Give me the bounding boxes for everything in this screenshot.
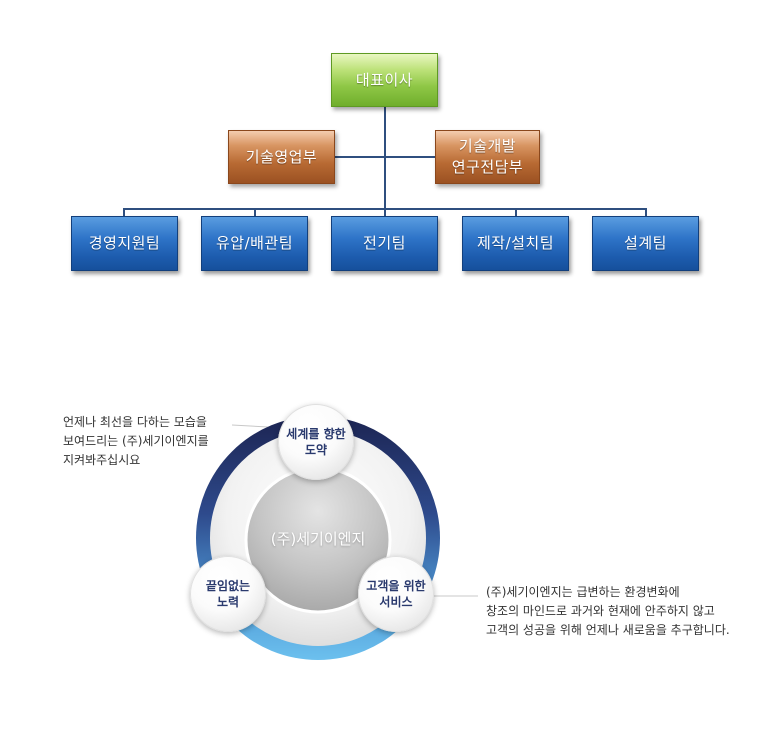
note-left: 언제나 최선을 다하는 모습을 보여드리는 (주)세기이엔지를 지켜봐주십시요 bbox=[63, 413, 209, 470]
rnd-dept-box: 기술개발 연구전담부 bbox=[435, 130, 540, 184]
note-right-line: 고객의 성공을 위해 언제나 새로움을 추구합니다. bbox=[486, 623, 730, 637]
bubble-right-label: 고객을 위한 서비스 bbox=[366, 579, 426, 609]
team-label: 설계팀 bbox=[624, 234, 667, 252]
note-left-line: 보여드리는 (주)세기이엔지를 bbox=[63, 434, 209, 448]
ceo-box: 대표이사 bbox=[331, 53, 438, 107]
note-left-line: 지켜봐주십시요 bbox=[63, 453, 141, 467]
bubble-left: 끝임없는 노력 bbox=[190, 556, 266, 632]
note-left-line: 언제나 최선을 다하는 모습을 bbox=[63, 415, 207, 429]
team-box-electric: 전기팀 bbox=[331, 216, 438, 271]
team-box-hydraulic: 유압/배관팀 bbox=[201, 216, 308, 271]
team-box-design: 설계팀 bbox=[592, 216, 699, 271]
sales-dept-box: 기술영업부 bbox=[228, 130, 335, 184]
bubble-top-label: 세계를 향한 도약 bbox=[286, 427, 346, 457]
note-right: (주)세기이엔지는 급변하는 환경변화에 창조의 마인드로 과거와 현재에 안주… bbox=[486, 583, 730, 640]
team-label: 유압/배관팀 bbox=[215, 234, 294, 252]
team-label: 경영지원팀 bbox=[88, 234, 161, 252]
rnd-dept-label-line2: 연구전담부 bbox=[451, 158, 524, 176]
org-chart-connectors bbox=[123, 107, 647, 216]
team-box-fabrication: 제작/설치팀 bbox=[462, 216, 569, 271]
note-right-line: (주)세기이엔지는 급변하는 환경변화에 bbox=[486, 585, 680, 599]
ceo-label: 대표이사 bbox=[355, 70, 414, 89]
sales-dept-label: 기술영업부 bbox=[245, 147, 318, 166]
note-right-line: 창조의 마인드로 과거와 현재에 안주하지 않고 bbox=[486, 604, 715, 618]
bubble-left-label: 끝임없는 노력 bbox=[205, 579, 251, 609]
rnd-dept-label-line1: 기술개발 bbox=[458, 137, 517, 155]
bubble-top: 세계를 향한 도약 bbox=[278, 404, 354, 480]
team-box-management: 경영지원팀 bbox=[71, 216, 178, 271]
team-label: 제작/설치팀 bbox=[476, 234, 555, 252]
bubble-right: 고객을 위한 서비스 bbox=[358, 556, 434, 632]
center-company-label: (주)세기이엔지 bbox=[270, 530, 366, 548]
team-label: 전기팀 bbox=[363, 234, 406, 252]
